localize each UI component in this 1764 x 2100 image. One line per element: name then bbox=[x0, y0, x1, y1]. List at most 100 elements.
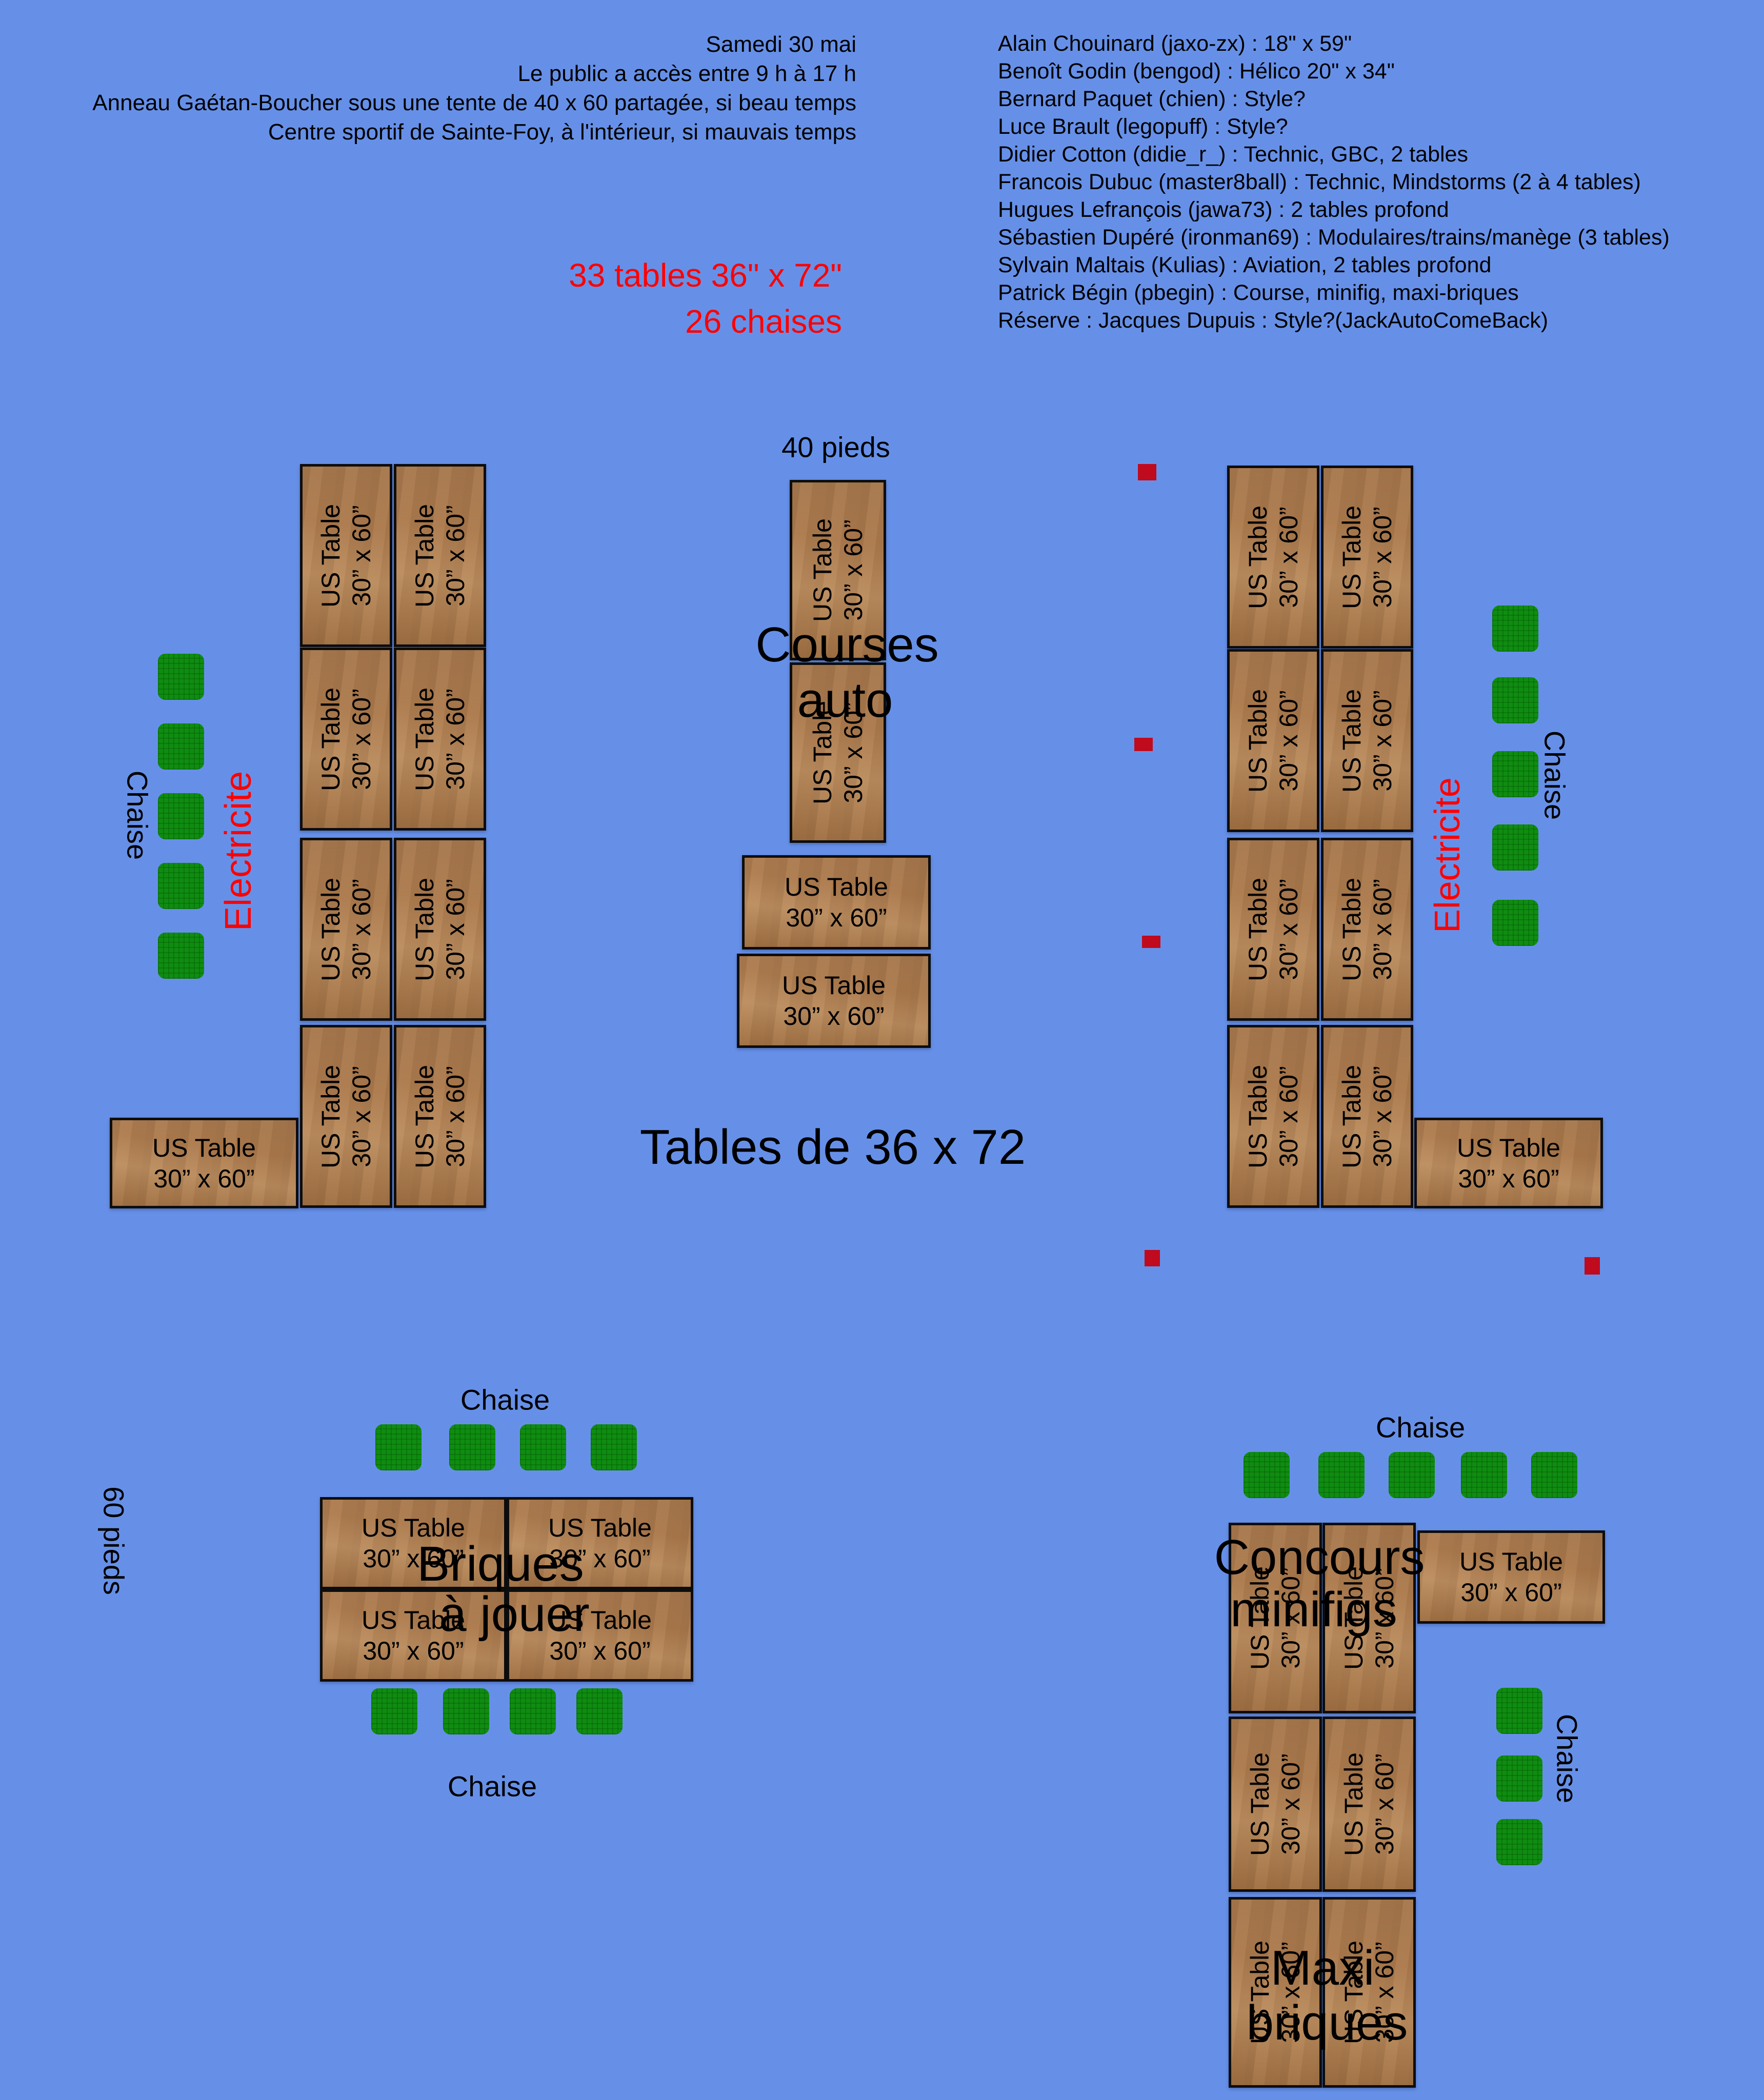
chaise-br-right-label: Chaise bbox=[1551, 1713, 1583, 1804]
table-label-line2: 30” x 60” bbox=[363, 1637, 464, 1665]
text-line: Luce Brault (legopuff) : Style? bbox=[998, 114, 1288, 139]
table-label-line1: US Table bbox=[1246, 1752, 1275, 1856]
table-label-line2: 30” x 60” bbox=[786, 903, 887, 932]
electric-outlet-marker bbox=[1585, 1257, 1600, 1275]
zone-concours-line1-label: Concours bbox=[1214, 1530, 1425, 1585]
text-line: Patrick Bégin (pbegin) : Course, minifig… bbox=[998, 280, 1519, 305]
table-label-line1: US Table bbox=[1244, 1064, 1273, 1168]
chair-baseplate bbox=[1492, 605, 1538, 652]
text-line: Sylvain Maltais (Kulias) : Aviation, 2 t… bbox=[998, 253, 1492, 277]
chair-baseplate bbox=[1496, 1755, 1542, 1802]
chair-baseplate bbox=[1244, 1452, 1290, 1498]
table-label-line2: 30” x 60” bbox=[549, 1637, 651, 1665]
text-line: Bernard Paquet (chien) : Style? bbox=[998, 87, 1306, 111]
chaise-right-label: Chaise bbox=[1538, 730, 1571, 820]
text-line: Alain Chouinard (jaxo-zx) : 18" x 59" bbox=[998, 31, 1352, 56]
text-line: Francois Dubuc (master8ball) : Technic, … bbox=[998, 170, 1641, 194]
zone-maxi-line2-label: briques bbox=[1246, 1995, 1408, 2050]
table-label-line2: 30” x 60” bbox=[1460, 1578, 1562, 1607]
zone-concours-line2-label: minifigs bbox=[1230, 1582, 1397, 1637]
table-label-line2: 30” x 60” bbox=[153, 1164, 255, 1193]
table-label: US Table 30” x 60” bbox=[548, 1605, 652, 1666]
table-label-line1: US Table bbox=[1244, 689, 1273, 793]
chair-baseplate bbox=[1492, 751, 1538, 797]
table-label-line1: US Table bbox=[548, 1513, 652, 1542]
table-label-line1: US Table bbox=[1337, 877, 1367, 981]
text-line: Sébastien Dupéré (ironman69) : Modulaire… bbox=[998, 225, 1670, 250]
chair-baseplate bbox=[158, 793, 204, 839]
table-label-line2: 30” x 60” bbox=[1274, 878, 1304, 980]
table-label-line1: US Table bbox=[152, 1133, 256, 1162]
zone-courses-line2-label: auto bbox=[797, 673, 893, 728]
chair-baseplate bbox=[591, 1424, 637, 1470]
table-label-line2: 30” x 60” bbox=[839, 519, 868, 621]
table-label-line2: 30” x 60” bbox=[347, 688, 376, 790]
table-label-line1: US Table bbox=[1459, 1547, 1563, 1576]
text-line: 33 tables 36" x 72" bbox=[569, 257, 842, 294]
table-label-line1: US Table bbox=[808, 518, 837, 622]
table-label-line1: US Table bbox=[548, 1606, 652, 1634]
table-label-line2: 30” x 60” bbox=[1368, 506, 1397, 608]
table-label-line2: 30” x 60” bbox=[347, 878, 376, 980]
table-label-line1: US Table bbox=[362, 1513, 465, 1542]
table-label-line1: US Table bbox=[1244, 505, 1273, 609]
table-label-line1: US Table bbox=[410, 877, 439, 981]
table-label-line1: US Table bbox=[1337, 1064, 1367, 1168]
chair-baseplate bbox=[1461, 1452, 1507, 1498]
table-label-line2: 30” x 60” bbox=[1276, 1753, 1306, 1855]
text-line: Benoît Godin (bengod) : Hélico 20" x 34" bbox=[998, 59, 1395, 84]
electricite-right-label: Electricite bbox=[1427, 777, 1467, 933]
table-label-line2: 30” x 60” bbox=[549, 1544, 651, 1573]
table-label-line1: US Table bbox=[785, 873, 888, 901]
zone-courses-line1-label: Courses bbox=[755, 617, 939, 672]
text-line: Didier Cotton (didie_r_) : Technic, GBC,… bbox=[998, 142, 1468, 167]
chair-baseplate bbox=[510, 1688, 556, 1734]
chair-baseplate bbox=[443, 1688, 489, 1734]
text-line: 26 chaises bbox=[685, 303, 842, 340]
table-label-line2: 30” x 60” bbox=[1370, 1753, 1399, 1855]
chair-baseplate bbox=[371, 1688, 417, 1734]
chair-baseplate bbox=[158, 863, 204, 909]
electricite-left-label: Electricite bbox=[218, 771, 259, 932]
chair-baseplate bbox=[158, 654, 204, 700]
table-label-line1: US Table bbox=[316, 687, 346, 791]
tables-chairs-count-text: 33 tables 36" x 72" 26 chaises bbox=[569, 252, 842, 345]
electric-outlet-marker bbox=[1138, 464, 1156, 480]
table-label-line1: US Table bbox=[410, 687, 439, 791]
